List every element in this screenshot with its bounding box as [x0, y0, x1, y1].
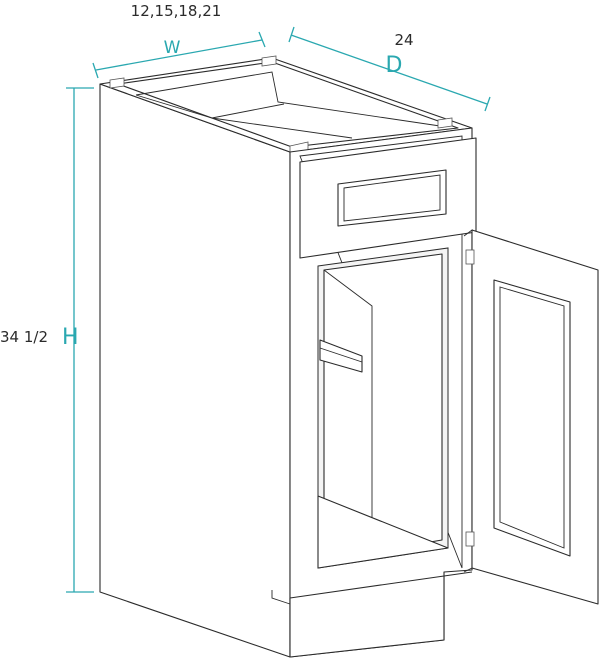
cabinet-interior-back — [135, 71, 441, 127]
depth-letter: D — [386, 53, 403, 78]
toe-kick-front — [289, 575, 445, 658]
top-corner-bracket-left — [109, 77, 125, 89]
cabinet-interior-stretcher — [211, 117, 353, 139]
cabinet-door — [463, 229, 599, 605]
width-dimension: 12,15,18,21 W — [92, 2, 266, 79]
width-dimension-line — [95, 39, 263, 71]
depth-dimension-tick-left — [288, 26, 295, 43]
drawer-front-panel-inner — [343, 174, 441, 222]
height-value-label: 34 1/2 — [0, 328, 48, 346]
width-dimension-tick-right — [258, 31, 266, 48]
top-corner-bracket-right — [437, 117, 453, 129]
door-recessed-panel-inner — [499, 286, 565, 549]
depth-dimension-line — [290, 34, 488, 105]
interior-back-wall-line — [323, 269, 373, 548]
toe-kick-notch — [271, 590, 291, 605]
width-dimension-tick-left — [92, 62, 99, 79]
cabinet-left-side — [99, 83, 291, 658]
depth-value-label: 24 — [394, 31, 413, 49]
door-recessed-panel — [493, 279, 571, 557]
toe-kick-top-edge — [443, 571, 473, 577]
door-edge — [463, 229, 473, 573]
depth-dimension: 24 D — [288, 26, 491, 112]
interior-floor — [317, 495, 449, 569]
height-letter: H — [62, 325, 79, 350]
door-hinge-top — [465, 249, 475, 265]
interior-shelf — [319, 339, 363, 373]
depth-dimension-tick-right — [484, 96, 491, 112]
width-letter: W — [164, 38, 181, 58]
top-corner-bracket-back — [261, 55, 277, 67]
height-dimension: 34 1/2 H — [0, 87, 94, 593]
cabinet-interior — [323, 253, 443, 561]
door-hinge-bottom — [465, 531, 475, 547]
width-values-label: 12,15,18,21 — [131, 2, 222, 20]
interior-shelf-edge — [319, 347, 363, 363]
cabinet-body — [99, 55, 477, 658]
